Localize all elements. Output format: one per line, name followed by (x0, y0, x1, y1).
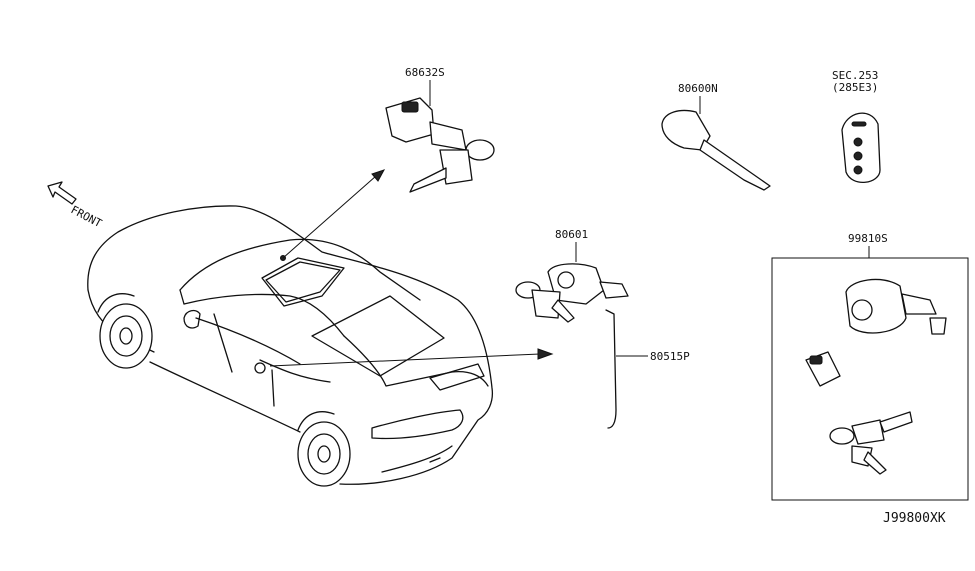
smart-key-part-number: (285E3) (832, 81, 878, 94)
part-label-door-lock: 80601 (555, 228, 588, 241)
vehicle-illustration (87, 205, 494, 487)
key-set: 99810S (771, 232, 969, 501)
drawing-number: J99800XK (883, 511, 946, 526)
part-label-trunk-lock: 68632S (405, 66, 445, 79)
door-lock-rod: 80515P (605, 309, 690, 429)
smart-key-section: SEC.253 (832, 69, 878, 82)
door-lock-cylinder: 80601 (515, 228, 629, 323)
smart-key-fob: SEC.253 (285E3) (832, 69, 881, 183)
front-direction-arrow: FRONT (47, 181, 105, 230)
trunk-lock-cylinder: 68632S (385, 66, 495, 193)
blank-key: 80600N (661, 82, 771, 191)
part-label-blank-key: 80600N (678, 82, 718, 95)
part-label-key-set: 99810S (848, 232, 888, 245)
leader-arrows (269, 169, 554, 367)
key-set-box (771, 257, 969, 501)
front-label: FRONT (69, 203, 105, 230)
part-label-door-rod: 80515P (650, 350, 690, 363)
